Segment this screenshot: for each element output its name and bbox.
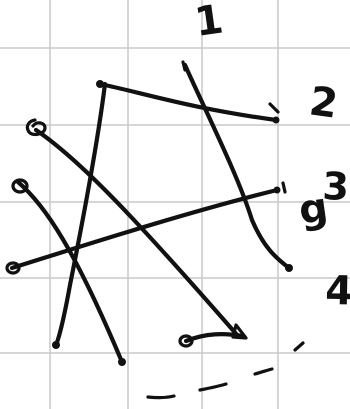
endpoint-dot [285, 264, 293, 272]
bottom-dash [198, 382, 228, 392]
sketch-glyphs [5, 60, 305, 400]
endpoint-dot [273, 186, 281, 194]
label-right-1: 2 [307, 78, 341, 127]
endpoint-tick [281, 181, 287, 194]
label-right-2: 3 [322, 164, 350, 209]
label-side-letter: g [296, 184, 331, 234]
stroke-o-to-bottom [15, 179, 125, 365]
letter-e [25, 118, 47, 137]
label-top: 1 [192, 0, 226, 46]
stroke-top-to-lower-right [182, 62, 292, 271]
bottom-dash [146, 394, 176, 400]
endpoint-dot [272, 116, 280, 124]
bottom-dash [293, 341, 305, 352]
label-right-3: 4 [325, 268, 350, 314]
endpoint-dot [52, 341, 60, 349]
endpoint-dot [96, 80, 104, 88]
endpoint-dot [118, 358, 126, 366]
sketch-strokes [9, 62, 292, 365]
letter-o [11, 178, 29, 194]
letter-o [5, 261, 21, 275]
triangle-marker [231, 323, 248, 340]
bottom-dash [253, 367, 274, 376]
sketch-labels: 1 2 g 3 4 [192, 0, 350, 314]
endpoint-tick [268, 102, 280, 114]
letter-o [178, 334, 194, 348]
stroke-e-to-bottom [33, 127, 241, 339]
stroke-a-to-top-right [97, 81, 279, 123]
stroke-o-to-right [9, 187, 280, 271]
endpoint-tick [181, 60, 187, 72]
